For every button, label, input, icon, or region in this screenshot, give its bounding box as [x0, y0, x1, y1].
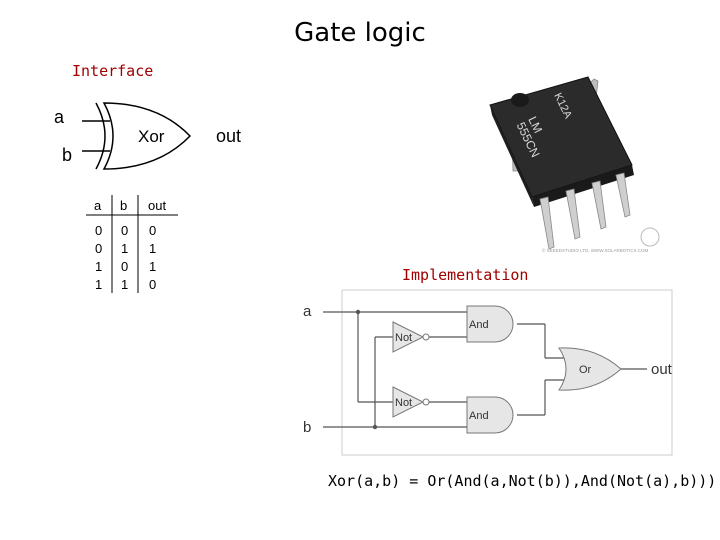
truth-table-cell: 0: [95, 223, 102, 238]
chip-copyright: © SEEEDSTUDIO LTD. WWW.SOLARBOTICS.COM: [542, 247, 648, 253]
impl-input-a: a: [303, 303, 312, 320]
input-b-label: b: [62, 145, 72, 165]
truth-table-cell: 1: [149, 259, 156, 274]
xor-implementation-circuit: a b Not N: [303, 289, 673, 456]
truth-table-cell: 0: [149, 223, 156, 238]
xor-gate-name: Xor: [138, 127, 165, 146]
input-a-label: a: [54, 107, 65, 127]
chip-end: [490, 105, 534, 207]
chip-side: [532, 165, 634, 207]
chip-mark-1: LM: [525, 114, 545, 135]
junction-b: [372, 424, 378, 430]
truth-table-cell: 1: [95, 259, 102, 274]
chip-copyright-logo: [640, 227, 660, 247]
truth-table-cell: 0: [121, 259, 128, 274]
not-gate-top: [392, 321, 425, 353]
truth-table-cell: 1: [95, 277, 102, 292]
impl-input-b: b: [303, 419, 311, 436]
and-top-label: And: [469, 319, 489, 331]
xor-gate-body: [102, 102, 192, 170]
not-bottom-label: Not: [395, 397, 412, 409]
interface-label: Interface: [72, 62, 154, 80]
truth-table: a b out 0 0 0 0 1 1 1 0 1 1 1 0: [86, 195, 178, 293]
not-gate-bottom: [392, 386, 425, 418]
truth-table-cell: 1: [149, 241, 156, 256]
not-top-label: Not: [395, 332, 412, 344]
output-label: out: [216, 126, 241, 146]
xor-formula: Xor(a,b) = Or(And(a,Not(b)),And(Not(a),b…: [328, 472, 717, 490]
truth-table-cell: 1: [121, 277, 128, 292]
junction-a: [355, 309, 361, 315]
or-label: Or: [579, 364, 592, 376]
and-bottom-label: And: [469, 410, 489, 422]
truth-table-cell: 0: [95, 241, 102, 256]
truth-table-cell: 0: [149, 277, 156, 292]
and-gate-bottom: [466, 396, 514, 434]
truth-table-header: out: [148, 198, 166, 213]
implementation-label: Implementation: [402, 266, 529, 284]
truth-table-cell: 1: [121, 241, 128, 256]
truth-table-header: b: [120, 198, 127, 213]
chip-photo: LM 555CN K12A © SEEEDSTUDIO LTD. WWW.SOL…: [489, 76, 660, 253]
or-gate: [558, 347, 622, 391]
impl-output: out: [651, 361, 673, 378]
chip-notch: [511, 93, 529, 107]
truth-table-header: a: [94, 198, 102, 213]
truth-table-cell: 0: [121, 223, 128, 238]
page-title: Gate logic: [294, 18, 426, 48]
xor-extra-arc: [95, 102, 106, 170]
and-gate-top: [466, 305, 514, 343]
xor-gate-symbol: a b Xor out: [54, 102, 241, 170]
